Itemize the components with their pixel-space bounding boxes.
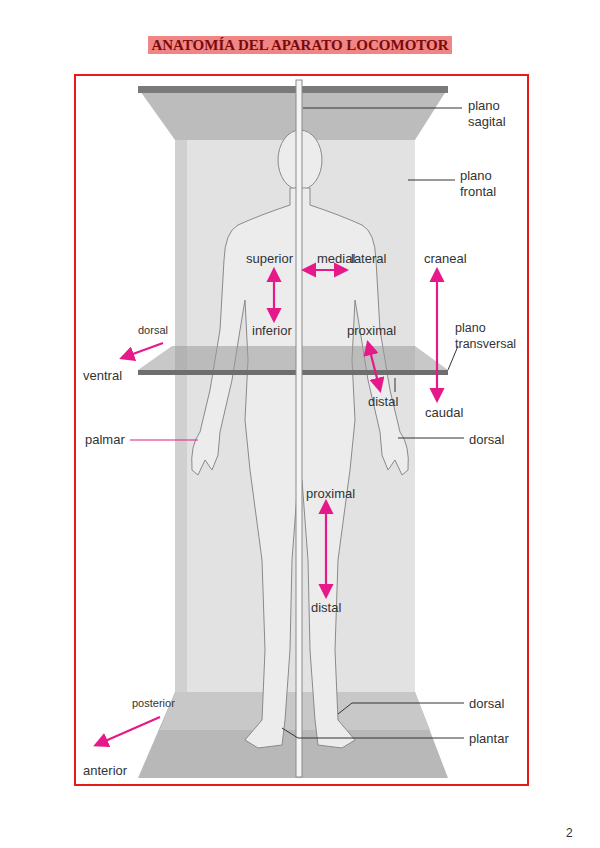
direction-label: anterior [83, 763, 127, 779]
direction-label: dorsal [469, 432, 504, 448]
title-text: ANATOMÍA DEL APARATO LOCOMOTOR [148, 36, 451, 54]
plane-label: plano sagital [468, 98, 518, 131]
plane-label: plano transversal [455, 321, 525, 352]
direction-label: superior [246, 251, 293, 267]
direction-label: plantar [469, 731, 509, 747]
plane-label: plano frontal [460, 168, 512, 201]
direction-label: distal [311, 600, 341, 616]
direction-label: distal [368, 394, 398, 410]
direction-label: ventral [83, 368, 122, 384]
page-number: 2 [566, 826, 573, 841]
direction-label: lateral [351, 251, 386, 267]
direction-label: dorsal [138, 324, 168, 338]
direction-label: inferior [252, 323, 292, 339]
direction-label: posterior [132, 697, 175, 711]
direction-label: dorsal [469, 696, 504, 712]
direction-label: craneal [424, 251, 467, 267]
direction-label: caudal [425, 405, 463, 421]
direction-label: palmar [85, 432, 125, 448]
page-title: ANATOMÍA DEL APARATO LOCOMOTOR [0, 36, 600, 54]
direction-label: proximal [306, 486, 355, 502]
direction-label: medial [317, 251, 355, 267]
direction-label: proximal [347, 323, 396, 339]
